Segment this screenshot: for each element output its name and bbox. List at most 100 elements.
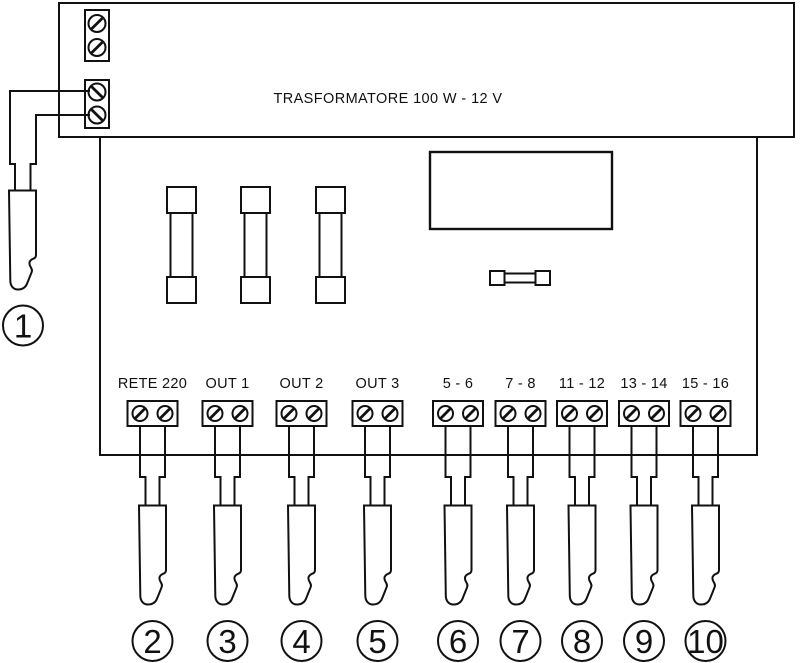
screw-terminal-icon bbox=[305, 404, 323, 423]
wires bbox=[568, 426, 596, 505]
screw-terminal-icon bbox=[524, 404, 542, 423]
terminal-group-rete-220: RETE 220 2 bbox=[118, 376, 187, 662]
terminal-label: OUT 3 bbox=[356, 376, 400, 392]
wires bbox=[444, 426, 472, 505]
terminal-label: 7 - 8 bbox=[505, 376, 536, 392]
callout-number: 8 bbox=[573, 623, 591, 660]
callout-circle bbox=[356, 620, 399, 662]
plug-connector-icon bbox=[506, 504, 535, 606]
wires bbox=[692, 426, 719, 505]
plug-connector-icon bbox=[138, 504, 167, 606]
callout-circle bbox=[206, 620, 249, 662]
screw-terminal-icon bbox=[280, 404, 298, 423]
screw-terminal-icon bbox=[647, 404, 666, 423]
callout-4: 4 bbox=[280, 620, 323, 662]
callout-number: 9 bbox=[635, 623, 653, 660]
terminal-group-7-8: 7 - 8 7 bbox=[494, 376, 547, 662]
screw-terminal-icon bbox=[87, 105, 107, 125]
fuse-icon bbox=[166, 186, 197, 304]
screw-terminal-icon bbox=[560, 404, 579, 423]
screw-terminal-icon bbox=[356, 404, 374, 423]
callout-number: 5 bbox=[368, 623, 386, 660]
wires bbox=[139, 426, 166, 505]
callout-number: 7 bbox=[511, 623, 529, 660]
plug-connector-icon bbox=[567, 504, 597, 606]
callout-circle bbox=[2, 304, 44, 347]
fuse-icon bbox=[240, 186, 271, 304]
mains-input-assembly: 1 bbox=[2, 90, 90, 347]
wires bbox=[214, 426, 241, 505]
callout-1: 1 bbox=[2, 304, 44, 347]
screw-terminal-icon bbox=[461, 404, 480, 423]
terminal-group-11-12: 11 - 12 8 bbox=[556, 376, 608, 662]
display-module bbox=[428, 150, 614, 231]
terminal-group-15-16: 15 - 16 10 bbox=[679, 376, 732, 662]
wires bbox=[288, 426, 315, 505]
pcb-fuse-cap bbox=[534, 270, 551, 286]
callout-circle bbox=[280, 620, 323, 662]
callout-9: 9 bbox=[623, 620, 665, 662]
screw-terminal-icon bbox=[131, 404, 149, 423]
plug-connector-icon bbox=[691, 504, 720, 606]
callout-number: 6 bbox=[449, 623, 467, 660]
transformer-box: TRASFORMATORE 100 W - 12 V bbox=[58, 2, 795, 138]
wires bbox=[630, 426, 658, 505]
terminal-label: 5 - 6 bbox=[443, 376, 474, 392]
callout-circle bbox=[131, 620, 174, 662]
callout-number: 2 bbox=[143, 623, 161, 660]
screw-terminal-icon bbox=[381, 404, 399, 423]
transformer-title: TRASFORMATORE 100 W - 12 V bbox=[273, 91, 502, 107]
screw-terminal-icon bbox=[156, 404, 174, 423]
plug-connector-icon bbox=[443, 504, 473, 606]
transformer-outline bbox=[58, 2, 795, 138]
terminal-group-13-14: 13 - 14 9 bbox=[618, 376, 670, 662]
terminal-label: RETE 220 bbox=[118, 376, 187, 392]
screw-terminal-icon bbox=[499, 404, 517, 423]
callout-number: 3 bbox=[218, 623, 236, 660]
terminal-label: 15 - 16 bbox=[682, 376, 729, 392]
callout-7: 7 bbox=[499, 620, 542, 662]
plug-connector-icon bbox=[213, 504, 242, 606]
callout-3: 3 bbox=[206, 620, 249, 662]
callout-5: 5 bbox=[356, 620, 399, 662]
callout-10: 10 bbox=[684, 620, 727, 662]
callout-number: 4 bbox=[292, 623, 310, 660]
plug-connector-icon bbox=[287, 504, 316, 606]
screw-terminal-icon bbox=[585, 404, 604, 423]
terminal-group-out-1: OUT 1 3 bbox=[201, 376, 254, 662]
wires bbox=[507, 426, 534, 505]
callout-circle bbox=[437, 620, 479, 662]
terminal-label: OUT 1 bbox=[206, 376, 250, 392]
screw-terminal-icon bbox=[436, 404, 455, 423]
terminal-label: 11 - 12 bbox=[559, 376, 605, 392]
screw-terminal-icon bbox=[622, 404, 641, 423]
plug-connector-icon bbox=[629, 504, 659, 606]
plug-connector-icon bbox=[8, 189, 37, 291]
terminal-label: OUT 2 bbox=[280, 376, 324, 392]
terminal-label: 13 - 14 bbox=[620, 376, 667, 392]
screw-terminal-icon bbox=[87, 37, 107, 58]
screw-terminal-icon bbox=[709, 404, 727, 423]
wires bbox=[364, 426, 391, 505]
screw-terminal-icon bbox=[231, 404, 249, 423]
callout-2: 2 bbox=[131, 620, 174, 662]
terminal-group-5-6: 5 - 6 6 bbox=[432, 376, 484, 662]
callout-number: 1 bbox=[14, 308, 32, 345]
callout-circle bbox=[499, 620, 542, 662]
callout-circle bbox=[561, 620, 603, 662]
terminal-group-out-2: OUT 2 4 bbox=[275, 376, 328, 662]
callout-number: 10 bbox=[687, 623, 724, 660]
pcb-fuse-icon bbox=[489, 270, 551, 286]
callout-circle bbox=[684, 620, 727, 662]
screw-terminal-icon bbox=[206, 404, 224, 423]
plug-connector-icon bbox=[363, 504, 392, 606]
callout-circle bbox=[623, 620, 665, 662]
terminal-group-out-3: OUT 3 5 bbox=[351, 376, 404, 662]
mains-terminal-block bbox=[84, 79, 110, 129]
mains-wires bbox=[9, 90, 90, 190]
screw-terminal-icon bbox=[87, 82, 107, 102]
callout-6: 6 bbox=[437, 620, 479, 662]
pcb-fuse-cap bbox=[489, 270, 506, 286]
